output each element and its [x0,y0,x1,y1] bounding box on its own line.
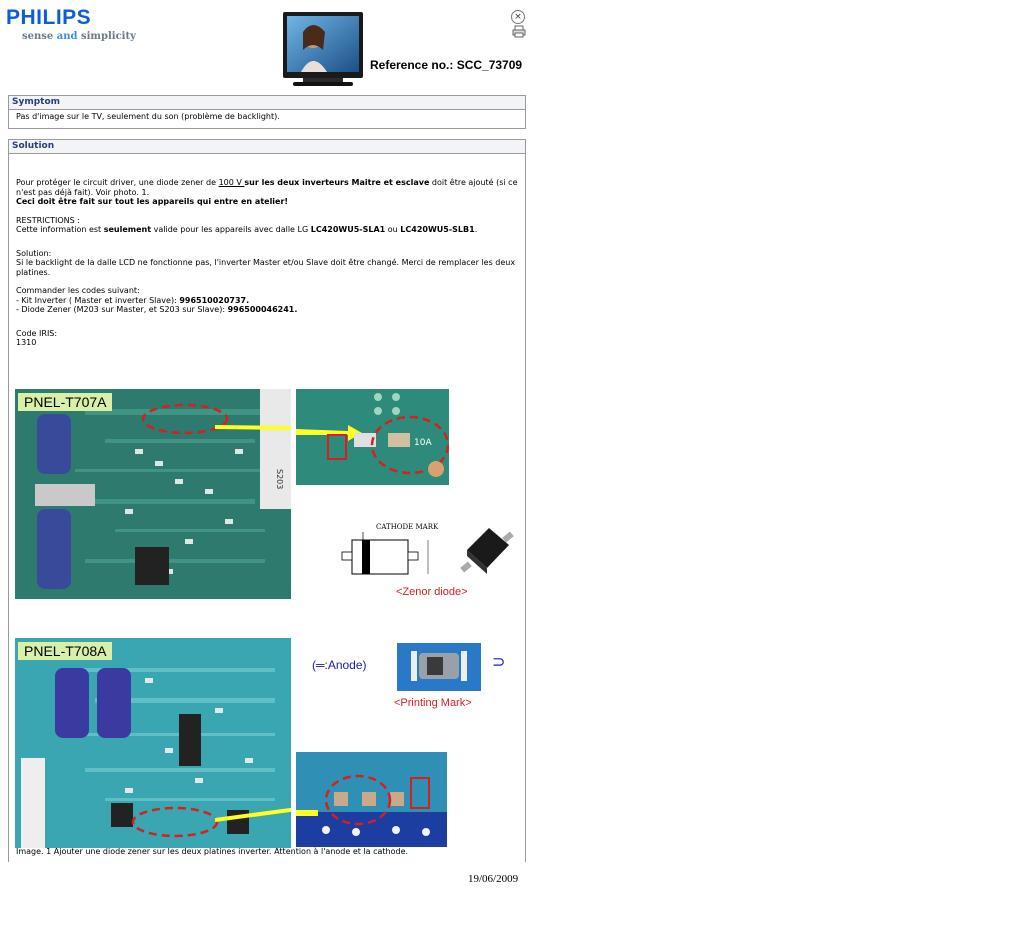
anode-bracket-icon: ⊃ [492,654,506,671]
board-label-t707a: PNEL-T707A [18,393,113,411]
chip-marking: 10A [414,438,432,448]
figure-caption: Image. 1 Ajouter une diode zener sur les… [16,847,409,856]
symptom-heading: Symptom [9,96,525,110]
close-icon[interactable]: × [511,10,525,24]
zener-closeup-photo-top: 10A [296,389,449,485]
brand-tagline: sense and simplicity [22,31,136,42]
inverter-board-t707a-photo: S203 [15,389,291,599]
board-marking: S203 [275,469,284,489]
symptom-text: Pas d'image sur le TV, seulement du son … [16,112,280,121]
printing-mark-caption: <Printing Mark> [394,697,472,709]
solution-section: Solution Pour protéger le circuit driver… [8,139,526,862]
tv-image [283,12,363,86]
order-paragraph: Commander les codes suivant: - Kit Inver… [16,286,298,314]
iris-paragraph: Code IRIS: 1310 [16,328,58,348]
print-icon[interactable] [512,25,526,38]
symptom-section: Symptom Pas d'image sur le TV, seulement… [8,95,526,129]
zener-closeup-photo-bottom [296,752,447,847]
zener-diode-3d-image [460,528,514,574]
philips-logo: PHILIPS sense and simplicity [6,6,136,42]
inverter-board-t708a-photo [15,638,291,848]
printing-mark-photo [397,643,481,691]
reference-number: Reference no.: SCC_73709 [370,58,523,72]
brand-name: PHILIPS [6,6,92,29]
solution-body: Pour protéger le circuit driver, une dio… [9,154,525,359]
zener-caption: <Zenor diode> [396,586,468,598]
solution-heading: Solution [9,140,525,154]
board-label-t708a: PNEL-T708A [18,642,113,660]
document-date: 19/06/2009 [468,873,519,885]
zener-diode-diagram: CATHODE MARK [341,523,439,575]
cathode-mark-label: CATHODE MARK [376,523,439,531]
restrictions-paragraph: RESTRICTIONS : Cette information est seu… [16,215,478,235]
intro-paragraph: Pour protéger le circuit driver, une dio… [16,178,518,206]
solution-paragraph: Solution: Si le backlight de la dalle LC… [16,248,516,277]
anode-label: (═:Anode) [312,658,367,672]
